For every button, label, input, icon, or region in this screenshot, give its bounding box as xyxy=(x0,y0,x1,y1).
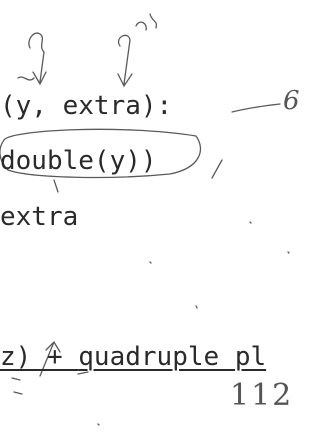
arrow-scribble-mid xyxy=(117,34,133,88)
handwritten-112: 112 xyxy=(230,378,294,413)
scribble-mid-top xyxy=(135,13,158,31)
code-line-4-call: quadruple_pl xyxy=(78,342,267,372)
code-line-1: (y, extra): xyxy=(0,91,173,121)
code-line-3: extra xyxy=(0,202,79,232)
code-line-4: z) + quadruple_pl xyxy=(0,342,266,372)
dot-4 xyxy=(97,423,100,426)
handwritten-six: 6 xyxy=(283,86,300,116)
tick-mark xyxy=(53,179,59,193)
dot-5 xyxy=(195,305,198,309)
dash-marks xyxy=(11,371,89,395)
squiggle-left xyxy=(17,76,35,81)
arrow-scribble-left xyxy=(28,32,47,86)
slash-after-circle xyxy=(211,159,223,179)
dot-3 xyxy=(287,251,290,254)
dot-1 xyxy=(149,261,152,264)
code-line-2: double(y)) xyxy=(0,146,157,176)
curve-right xyxy=(231,103,281,113)
code-line-4-prefix: z) + xyxy=(0,342,79,372)
dot-2 xyxy=(249,221,252,224)
